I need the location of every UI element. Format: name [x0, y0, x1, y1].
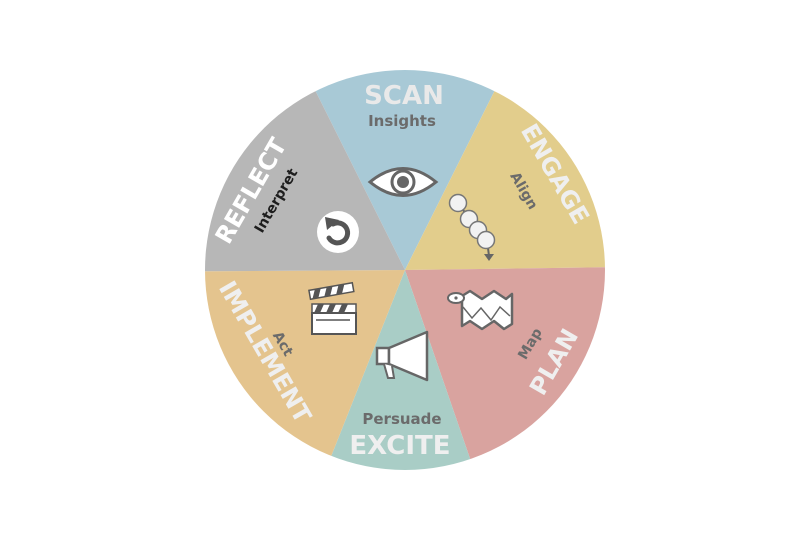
segment-engage: [405, 70, 605, 270]
clapperboard-icon: [308, 281, 357, 335]
map-icon: [447, 289, 514, 331]
segment-scan: [290, 70, 520, 270]
segment-scan-subtitle: Insights: [368, 112, 436, 130]
segment-excite: [290, 270, 505, 470]
segment-excite-title: EXCITE: [349, 431, 450, 461]
refresh-icon: [317, 211, 359, 253]
segment-excite-subtitle: Persuade: [362, 410, 441, 428]
eye-icon: [367, 167, 439, 197]
connected-dots-icon: [448, 193, 496, 261]
megaphone-icon: [375, 330, 429, 382]
segment-scan-title: SCAN: [364, 81, 444, 111]
